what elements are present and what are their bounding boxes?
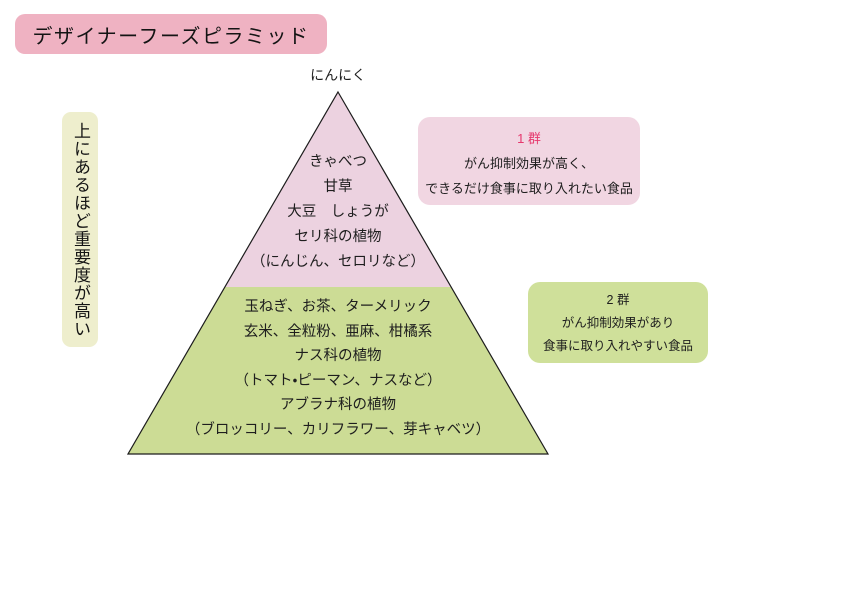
legend-group2-box: 2 群 がん抑制効果があり 食事に取り入れやすい食品 — [528, 282, 708, 363]
tier1-items: きゃべつ 甘草 大豆 しょうが セリ科の植物 （にんじん、セロリなど） — [128, 150, 548, 275]
tier1-line: 甘草 — [323, 179, 353, 195]
legend-group1-box: 1 群 がん抑制効果が高く、 できるだけ食事に取り入れたい食品 — [418, 117, 640, 205]
legend-group1-heading: 1 群 — [517, 131, 541, 146]
side-note-box: 上にあるほど重要度が高い — [62, 112, 98, 347]
legend-group1-line: がん抑制効果が高く、 — [463, 156, 594, 171]
tier2-line: 玄米、全粒粉、亜麻、柑橘系 — [243, 323, 433, 340]
pyramid-tier2-shape — [128, 287, 548, 454]
tier2-line: （ブロッコリー、カリフラワー、芽キャベツ） — [185, 421, 491, 438]
apex-label: にんにく — [310, 67, 366, 83]
pyramid-tier1-shape — [224, 92, 451, 287]
tier2-line: （トマト・ピーマン、ナスなど） — [234, 372, 442, 389]
tier1-line: きゃべつ — [309, 154, 367, 170]
legend-group1-line: できるだけ食事に取り入れたい食品 — [425, 181, 633, 196]
tier1-line: （にんじん、セロリなど） — [251, 254, 425, 270]
tier1-line: 大豆 しょうが — [287, 204, 389, 220]
title-box: デザイナーフーズピラミッド — [15, 14, 327, 54]
tier2-line: 玉ねぎ、お茶、ターメリック — [244, 299, 432, 315]
page-title: デザイナーフーズピラミッド — [32, 25, 310, 48]
tier2-line: アブラナ科の植物 — [280, 397, 396, 414]
tier2-line: ナス科の植物 — [294, 348, 382, 365]
pyramid-outline — [126, 90, 550, 455]
side-note-text: 上にあるほど重要度が高い — [71, 121, 90, 338]
legend-group2-heading: 2 群 — [606, 293, 630, 307]
tier2-items: 玉ねぎ、お茶、ターメリック 玄米、全粒粉、亜麻、柑橘系 ナス科の植物 （トマト・… — [128, 295, 548, 443]
legend-group2-line: がん抑制効果があり — [561, 316, 675, 330]
tier1-line: セリ科の植物 — [294, 229, 382, 245]
legend-group2-line: 食事に取り入れやすい食品 — [542, 339, 693, 353]
